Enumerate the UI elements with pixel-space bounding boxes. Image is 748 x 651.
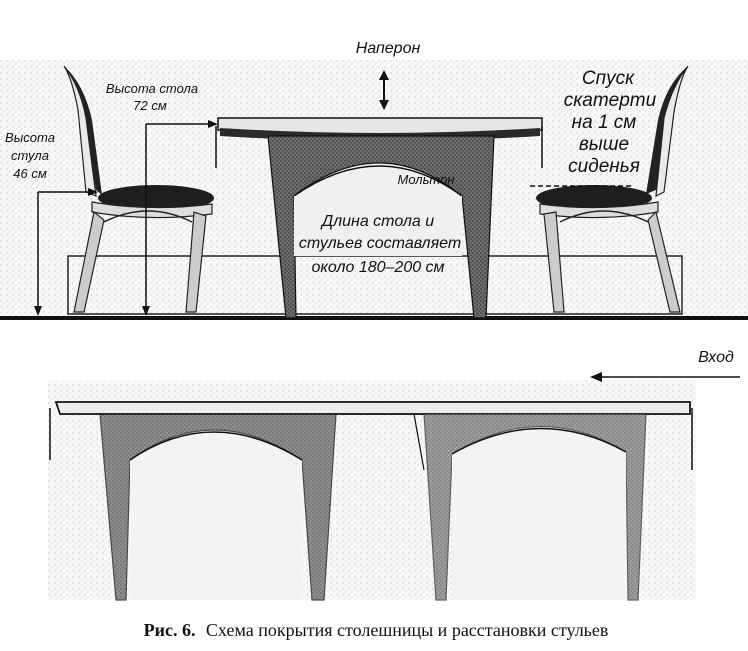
naperon-arrow — [379, 70, 389, 110]
cloth-drop-label-line3: на 1 см — [572, 112, 637, 133]
front-view — [48, 372, 740, 601]
chair-height-dimension — [34, 188, 98, 316]
chair-height-label-line3: 46 см — [13, 166, 47, 181]
length-label-line2: стульев составляет — [299, 235, 461, 252]
table-side — [215, 117, 543, 319]
right-chair — [536, 65, 689, 313]
chair-height-label-line2: стула — [11, 148, 49, 163]
cloth-drop-label-line4: выше — [579, 134, 629, 155]
cloth-drop-label-line2: скатерти — [564, 90, 657, 111]
cloth-drop-label-line1: Спуск — [582, 68, 635, 89]
caption-number: Рис. 6. — [144, 620, 196, 640]
naperon-label: Наперон — [356, 40, 421, 57]
table-height-label-line2: 72 см — [133, 98, 167, 113]
entrance-arrow — [590, 372, 740, 382]
chair-height-label: Высота стула 46 см — [5, 130, 55, 181]
chair-height-label-line1: Высота — [5, 130, 55, 145]
caption-text: Схема покрытия столешницы и расстановки … — [206, 620, 608, 640]
length-label-line3: около 180–200 см — [311, 259, 444, 276]
cloth-drop-label: Спуск скатерти на 1 см выше сиденья — [564, 68, 657, 177]
figure-caption: Рис. 6. Схема покрытия столешницы и расс… — [144, 620, 609, 640]
length-label-line1: Длина стола и — [320, 213, 434, 230]
table-height-label: Высота стола 72 см — [106, 81, 198, 113]
table-height-label-line1: Высота стола — [106, 81, 198, 96]
entrance-label: Вход — [698, 349, 734, 366]
side-view — [0, 60, 748, 320]
caption-line: Рис. 6. Схема покрытия столешницы и расс… — [144, 620, 609, 640]
left-chair — [63, 65, 214, 313]
cloth-drop-label-line5: сиденья — [568, 156, 640, 177]
molton-label: Мольтон — [397, 172, 454, 187]
table-height-dimension — [142, 120, 218, 316]
length-label: Длина стола и стульев составляет около 1… — [299, 213, 461, 276]
